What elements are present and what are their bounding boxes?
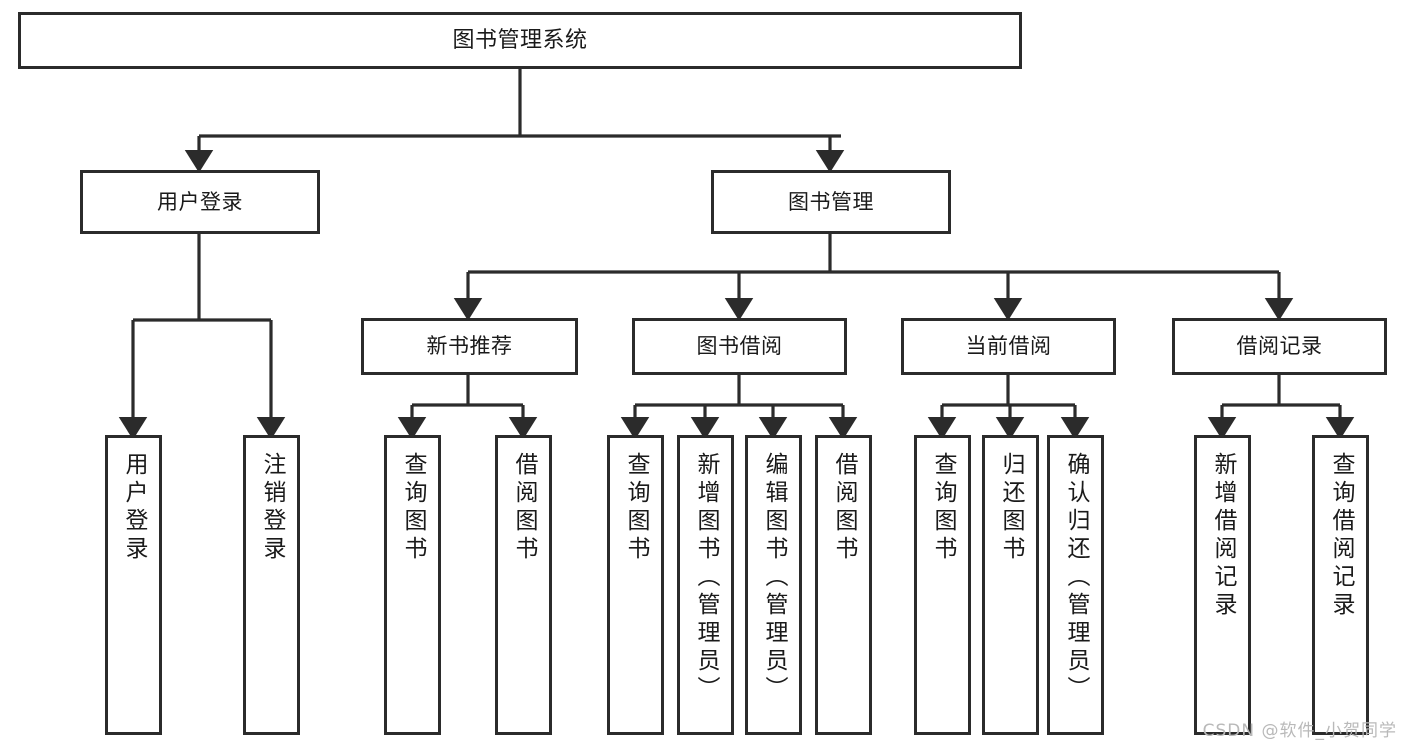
node-book-management-label: 图书管理: [788, 189, 874, 214]
leaf-nb-borrow-book-label: 借阅图书: [511, 452, 537, 564]
leaf-bb-borrow-book-label: 借阅图书: [831, 452, 857, 564]
node-book-management[interactable]: 图书管理: [711, 170, 951, 234]
leaf-nb-query-book[interactable]: 查询图书: [384, 435, 441, 735]
node-new-book-recommend[interactable]: 新书推荐: [361, 318, 578, 375]
leaf-cb-return-book[interactable]: 归还图书: [982, 435, 1039, 735]
leaf-br-add-record-label: 新增借阅记录: [1210, 452, 1236, 620]
node-user-login-label: 用户登录: [157, 189, 243, 214]
leaf-cb-confirm-return[interactable]: 确认归还（管理员）: [1047, 435, 1104, 735]
leaf-bb-edit-book-label: 编辑图书（管理员）: [761, 452, 787, 704]
node-root[interactable]: 图书管理系统: [18, 12, 1022, 69]
leaf-logout-label: 注销登录: [259, 452, 285, 564]
leaf-cb-query-book[interactable]: 查询图书: [914, 435, 971, 735]
leaf-bb-borrow-book[interactable]: 借阅图书: [815, 435, 872, 735]
leaf-user-login-label: 用户登录: [121, 452, 147, 564]
node-book-borrow[interactable]: 图书借阅: [632, 318, 847, 375]
leaf-bb-query-book-label: 查询图书: [623, 452, 649, 564]
node-book-borrow-label: 图书借阅: [696, 334, 783, 359]
leaf-bb-edit-book[interactable]: 编辑图书（管理员）: [745, 435, 802, 735]
node-borrow-record[interactable]: 借阅记录: [1172, 318, 1387, 375]
node-user-login[interactable]: 用户登录: [80, 170, 320, 234]
leaf-bb-add-book[interactable]: 新增图书（管理员）: [677, 435, 734, 735]
leaf-br-query-record-label: 查询借阅记录: [1328, 452, 1354, 620]
node-new-book-recommend-label: 新书推荐: [426, 334, 513, 359]
leaf-cb-return-book-label: 归还图书: [998, 452, 1024, 564]
node-current-borrow[interactable]: 当前借阅: [901, 318, 1116, 375]
leaf-nb-borrow-book[interactable]: 借阅图书: [495, 435, 552, 735]
node-borrow-record-label: 借阅记录: [1236, 334, 1323, 359]
leaf-br-query-record[interactable]: 查询借阅记录: [1312, 435, 1369, 735]
leaf-nb-query-book-label: 查询图书: [400, 452, 426, 564]
leaf-logout[interactable]: 注销登录: [243, 435, 300, 735]
node-root-label: 图书管理系统: [452, 27, 588, 53]
watermark: CSDN @软件_小贺同学: [1202, 721, 1397, 741]
leaf-br-add-record[interactable]: 新增借阅记录: [1194, 435, 1251, 735]
leaf-bb-query-book[interactable]: 查询图书: [607, 435, 664, 735]
leaf-cb-confirm-return-label: 确认归还（管理员）: [1063, 452, 1089, 704]
leaf-user-login[interactable]: 用户登录: [105, 435, 162, 735]
leaf-bb-add-book-label: 新增图书（管理员）: [693, 452, 719, 704]
node-current-borrow-label: 当前借阅: [965, 334, 1052, 359]
leaf-cb-query-book-label: 查询图书: [930, 452, 956, 564]
